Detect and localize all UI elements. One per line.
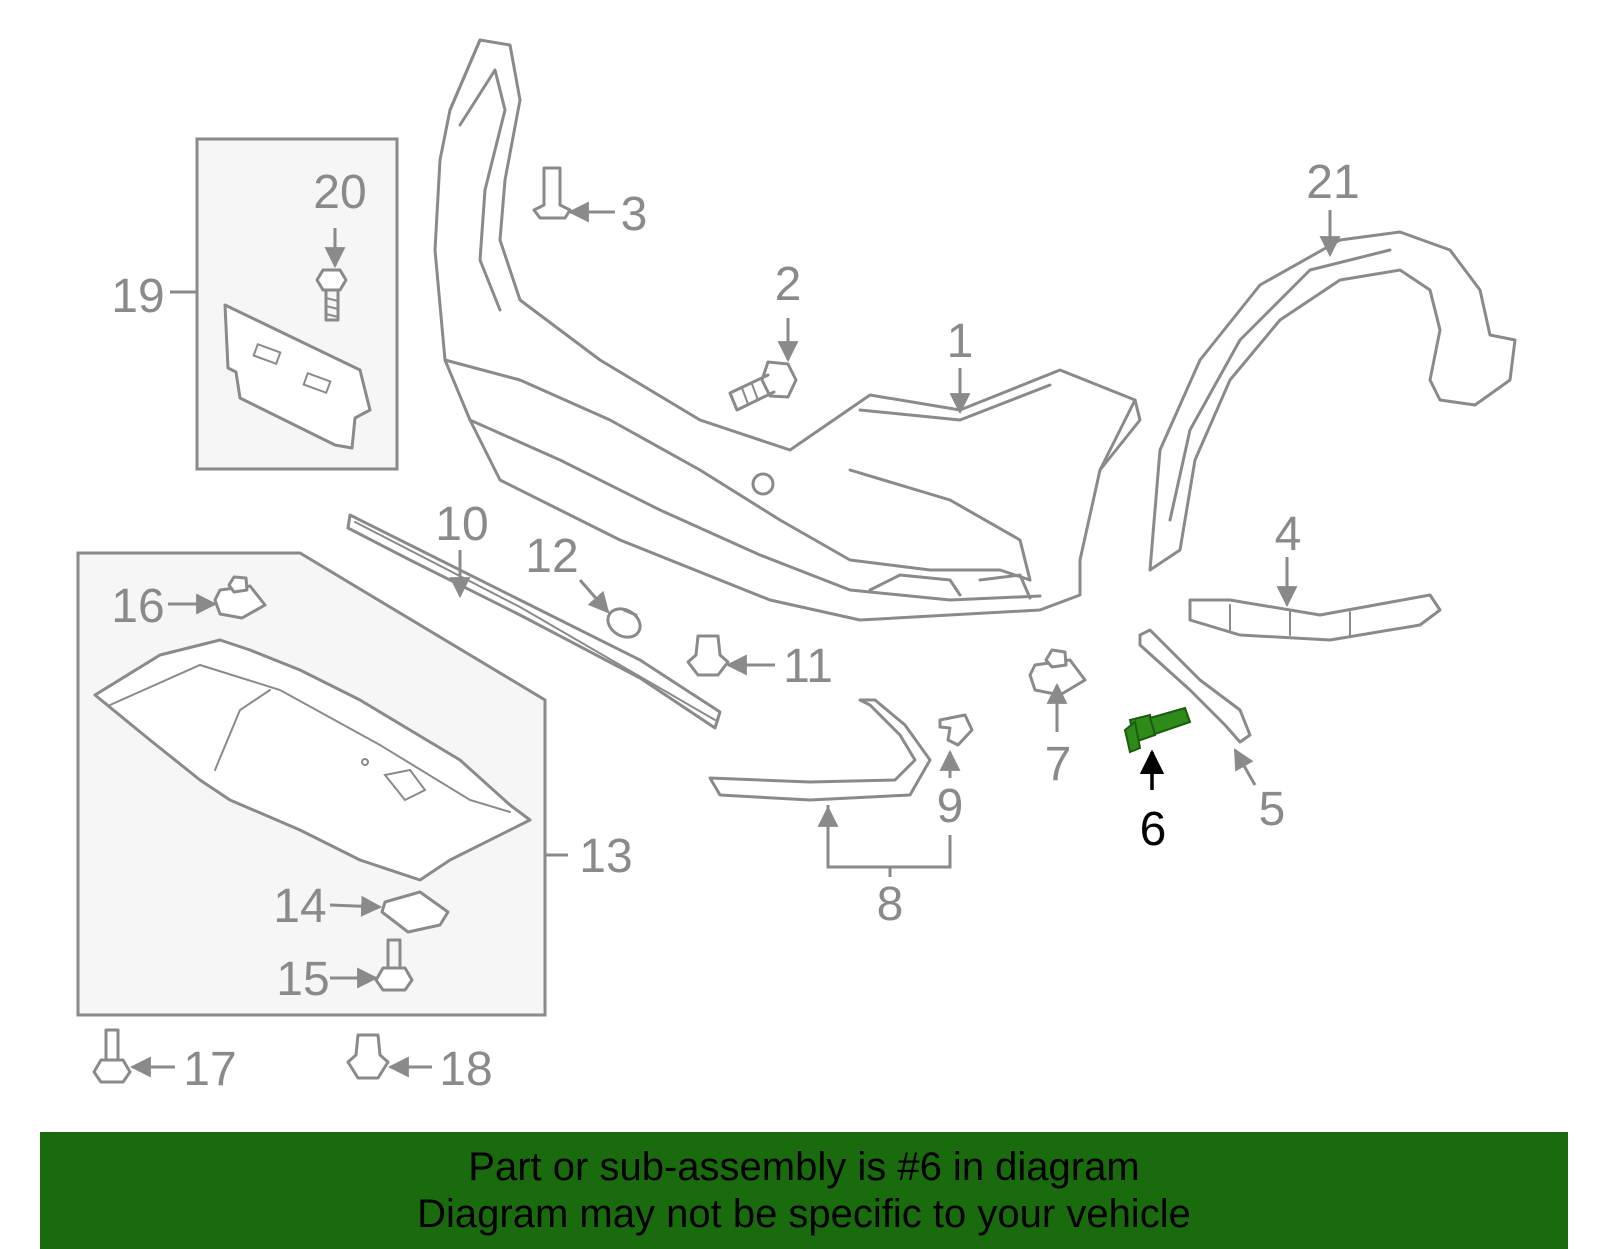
callout-7: 7 xyxy=(1045,738,1072,791)
callout-9: 9 xyxy=(937,780,964,833)
clip-3[interactable] xyxy=(532,166,572,220)
callout-20: 20 xyxy=(313,166,366,219)
callout-13: 13 xyxy=(579,830,632,883)
callout-4: 4 xyxy=(1275,508,1302,561)
callout-6: 6 xyxy=(1140,803,1167,856)
clip-12[interactable] xyxy=(603,603,645,643)
strip-10[interactable] xyxy=(346,513,722,730)
callout-17: 17 xyxy=(183,1043,236,1096)
banner-line-1: Part or sub-assembly is #6 in diagram xyxy=(468,1145,1140,1189)
clip-9[interactable] xyxy=(938,713,974,747)
callout-1: 1 xyxy=(947,315,974,368)
callout-14: 14 xyxy=(273,880,326,933)
nut-7[interactable] xyxy=(1028,648,1087,697)
bolt-20[interactable] xyxy=(315,268,348,322)
bolt-6-highlighted[interactable] xyxy=(1123,706,1192,754)
bumper-cover[interactable] xyxy=(433,38,1142,622)
bolt-2[interactable] xyxy=(728,360,798,412)
callout-15: 15 xyxy=(276,953,329,1006)
fender-flare[interactable] xyxy=(1148,230,1517,572)
clip-18[interactable] xyxy=(346,1033,390,1080)
undercover[interactable] xyxy=(93,638,532,882)
bolt-17[interactable] xyxy=(92,1028,132,1084)
callout-5: 5 xyxy=(1259,783,1286,836)
callout-18: 18 xyxy=(439,1043,492,1096)
clip-11[interactable] xyxy=(686,634,730,677)
leader-lines xyxy=(129,201,1341,1078)
license-plate-bracket[interactable] xyxy=(223,303,372,450)
callout-10: 10 xyxy=(435,498,488,551)
callout-16: 16 xyxy=(111,580,164,633)
garnish-8[interactable] xyxy=(708,698,932,802)
bracket-5[interactable] xyxy=(1138,628,1252,744)
info-banner: Part or sub-assembly is #6 in diagram Di… xyxy=(40,1132,1568,1249)
callout-21: 21 xyxy=(1306,156,1359,209)
callout-19: 19 xyxy=(111,270,164,323)
callout-3: 3 xyxy=(621,188,648,241)
callout-8: 8 xyxy=(877,878,904,931)
callout-2: 2 xyxy=(775,258,802,311)
bracket-4[interactable] xyxy=(1188,593,1442,642)
banner-line-2: Diagram may not be specific to your vehi… xyxy=(417,1192,1191,1236)
callout-12: 12 xyxy=(525,530,578,583)
callout-11: 11 xyxy=(783,640,833,693)
